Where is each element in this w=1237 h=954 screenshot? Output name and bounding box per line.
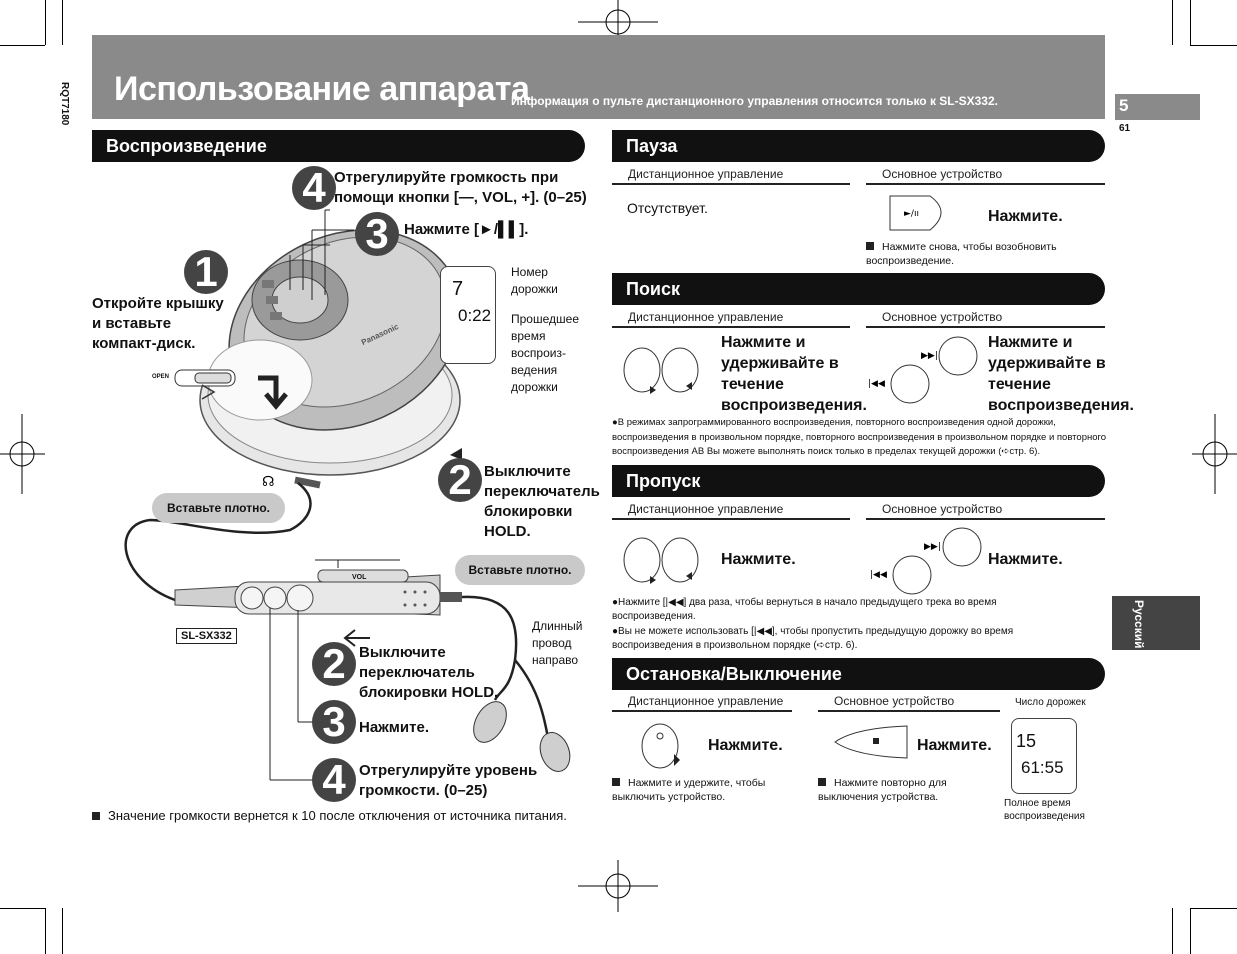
search-remote-text: Нажмите и удерживайте в течение воспроиз… xyxy=(721,334,867,414)
svg-text:▶▶|: ▶▶| xyxy=(924,542,941,552)
skip-note-1: ●Нажмите [|◀◀] два раза, чтобы вернуться… xyxy=(612,597,997,622)
total-lcd-display xyxy=(1011,718,1077,794)
pause-remote-text: Отсутствует. xyxy=(627,200,708,216)
open-label: OPEN xyxy=(152,374,170,380)
step-3-badge: 3 xyxy=(355,212,399,256)
pause-remote-header: Дистанционное управление xyxy=(612,167,850,185)
step-4-badge: 4 xyxy=(292,166,336,210)
lcd-total-tracks: 15 xyxy=(1016,731,1037,751)
remote-skip-buttons-icon-2 xyxy=(623,537,699,584)
remote-step-3-text: Нажмите. xyxy=(359,719,429,736)
step-1-text: Откройте крышку и вставьте компакт-диск. xyxy=(92,295,224,352)
remote-step-2-badge: 2 xyxy=(312,642,356,686)
lcd-track-number: 7 xyxy=(452,278,464,300)
skip-unit-header: Основное устройство xyxy=(866,502,1105,520)
svg-text:|◀◀: |◀◀ xyxy=(868,379,885,389)
stop-remote-header: Дистанционное управление xyxy=(612,694,792,712)
step-4-text: Отрегулируйте громкость при помощи кнопк… xyxy=(334,169,587,206)
volume-note-text: Значение громкости вернется к 10 после о… xyxy=(108,808,567,823)
pause-unit-text: Нажмите. xyxy=(988,208,1063,225)
section-pause-header: Пауза xyxy=(612,130,1105,162)
track-number-label: Номер дорожки xyxy=(511,265,558,296)
tracks-count-label: Число дорожек xyxy=(1015,697,1086,708)
pause-unit-header: Основное устройство xyxy=(866,167,1105,185)
page-subtitle: Информация о пульте дистанционного управ… xyxy=(511,94,998,108)
stop-remote-note-text: Нажмите и удержите, чтобы выключить устр… xyxy=(612,777,766,803)
section-playback-header: Воспроизведение xyxy=(92,130,585,162)
search-remote-header: Дистанционное управление xyxy=(612,310,850,328)
cd-player-illustration: ☊ xyxy=(124,209,571,781)
page-number: 5 xyxy=(1119,96,1129,115)
skip-unit-text: Нажмите. xyxy=(988,551,1063,568)
pause-note: Нажмите снова, чтобы возобновить воспрои… xyxy=(866,240,1086,268)
search-unit-text: Нажмите и удерживайте в течение воспроиз… xyxy=(988,334,1134,414)
vol-label: VOL xyxy=(352,574,367,581)
stop-remote-text: Нажмите. xyxy=(708,737,783,754)
svg-text:►/ıı: ►/ıı xyxy=(904,209,919,219)
elapsed-time-label: Прошедшее время воспроиз-ведения дорожки xyxy=(511,312,579,394)
insert-firmly-label-1: Вставьте плотно. xyxy=(152,493,285,523)
lcd-elapsed-time: 0:22 xyxy=(458,306,492,325)
insert-firmly-label-2: Вставьте плотно. xyxy=(455,555,585,585)
search-note: ●В режимах запрограммированного воспроиз… xyxy=(612,417,1107,457)
stop-unit-text: Нажмите. xyxy=(917,737,992,754)
section-stop-header: Остановка/Выключение xyxy=(612,658,1105,690)
section-search-header: Поиск xyxy=(612,273,1105,305)
language-tab-label: Русский язык xyxy=(1132,600,1146,682)
lcd-display xyxy=(440,266,496,364)
skip-note-2: ●Вы не можете использовать [|◀◀], чтобы … xyxy=(612,626,1014,651)
unit-stop-button-icon xyxy=(834,725,908,759)
remote-step-4-badge: 4 xyxy=(312,758,356,802)
remote-skip-buttons-icon xyxy=(623,347,699,394)
search-unit-header: Основное устройство xyxy=(866,310,1105,328)
remote-step-4-text: Отрегулируйте уровень громкости. (0–25) xyxy=(359,762,538,799)
remote-stop-button-icon xyxy=(641,723,680,769)
stop-unit-note: Нажмите повторно для выключения устройст… xyxy=(818,776,978,804)
unit-skip-buttons-icon-2: ▶▶| |◀◀ xyxy=(870,527,982,595)
step-3-text: Нажмите [►/▌▌]. xyxy=(404,221,529,238)
skip-remote-text: Нажмите. xyxy=(721,551,796,568)
remote-step-2-text: Выключите переключатель блокировки HOLD. xyxy=(359,644,499,701)
unit-skip-buttons-icon: ▶▶| |◀◀ xyxy=(868,336,978,404)
section-skip-header: Пропуск xyxy=(612,465,1105,497)
model-label: SL-SX332 xyxy=(176,628,237,644)
volume-note: Значение громкости вернется к 10 после о… xyxy=(92,808,567,823)
stop-unit-note-text: Нажмите повторно для выключения устройст… xyxy=(818,777,947,803)
stop-unit-header: Основное устройство xyxy=(818,694,1000,712)
language-tab xyxy=(1112,596,1200,650)
page-title: Использование аппарата xyxy=(114,70,530,108)
play-pause-button-icon: ►/ıı xyxy=(889,195,942,231)
page-number-box xyxy=(1115,94,1200,120)
stop-remote-note: Нажмите и удержите, чтобы выключить устр… xyxy=(612,776,792,804)
svg-text:☊: ☊ xyxy=(262,474,274,490)
svg-text:|◀◀: |◀◀ xyxy=(870,570,887,580)
page-sub-number: 61 xyxy=(1119,123,1131,134)
svg-text:▶▶|: ▶▶| xyxy=(921,351,938,361)
long-cord-label: Длинный провод направо xyxy=(532,619,583,667)
step-2-text: Выключите переключатель блокировки HOLD. xyxy=(484,463,600,540)
total-time-label: Полное время воспроизведения xyxy=(1004,798,1085,822)
lcd-total-time: 61:55 xyxy=(1021,758,1064,777)
remote-step-3-badge: 3 xyxy=(312,700,356,744)
pause-note-text: Нажмите снова, чтобы возобновить воспрои… xyxy=(866,241,1057,267)
step-2-badge: 2 xyxy=(438,458,482,502)
skip-remote-header: Дистанционное управление xyxy=(612,502,850,520)
step-1-badge: 1 xyxy=(184,250,228,294)
header-band xyxy=(92,35,1105,119)
